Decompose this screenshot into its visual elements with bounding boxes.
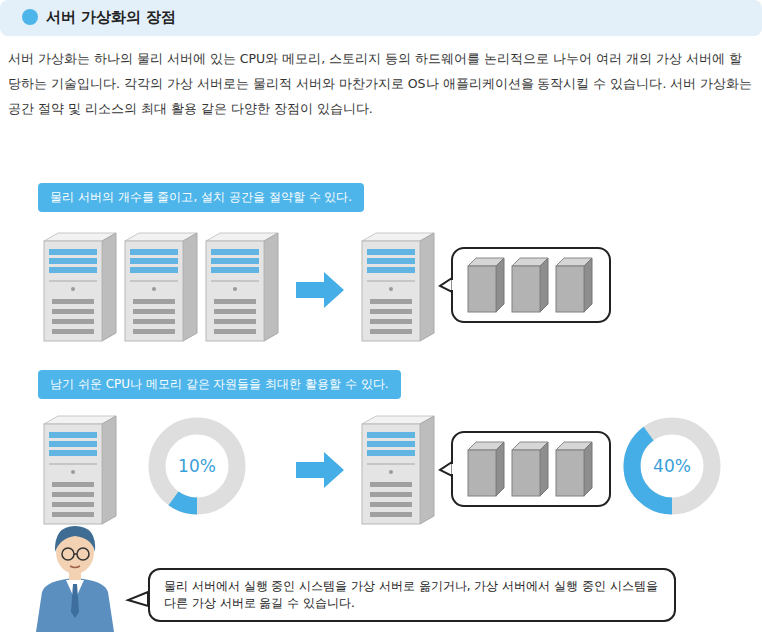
usage-percent: 10% xyxy=(178,456,216,476)
node-text: 남기 쉬운 CPU나 메모리 같은 자원들을 최대한 활용할 수 있다. xyxy=(50,376,389,393)
node-text: 물리 서버에서 실행 중인 시스템을 가상 서버로 옮기거나, 가상 서버에서 … xyxy=(164,578,660,612)
benefit-tag: 물리 서버의 개수를 줄이고, 설치 공간을 절약할 수 있다. xyxy=(38,183,364,212)
title: 서버 가상화의 장점 xyxy=(46,8,176,27)
benefit-tag: 남기 쉬운 CPU나 메모리 같은 자원들을 최대한 활용할 수 있다. xyxy=(38,370,401,399)
speech-bubble: 물리 서버에서 실행 중인 시스템을 가상 서버로 옮기거나, 가상 서버에서 … xyxy=(148,568,676,622)
intro-paragraph: 서버 가상화는 하나의 물리 서버에 있는 CPU와 메모리, 스토리지 등의 … xyxy=(8,46,754,121)
usage-percent: 40% xyxy=(653,456,691,476)
node-text: 물리 서버의 개수를 줄이고, 설치 공간을 절약할 수 있다. xyxy=(50,189,352,206)
